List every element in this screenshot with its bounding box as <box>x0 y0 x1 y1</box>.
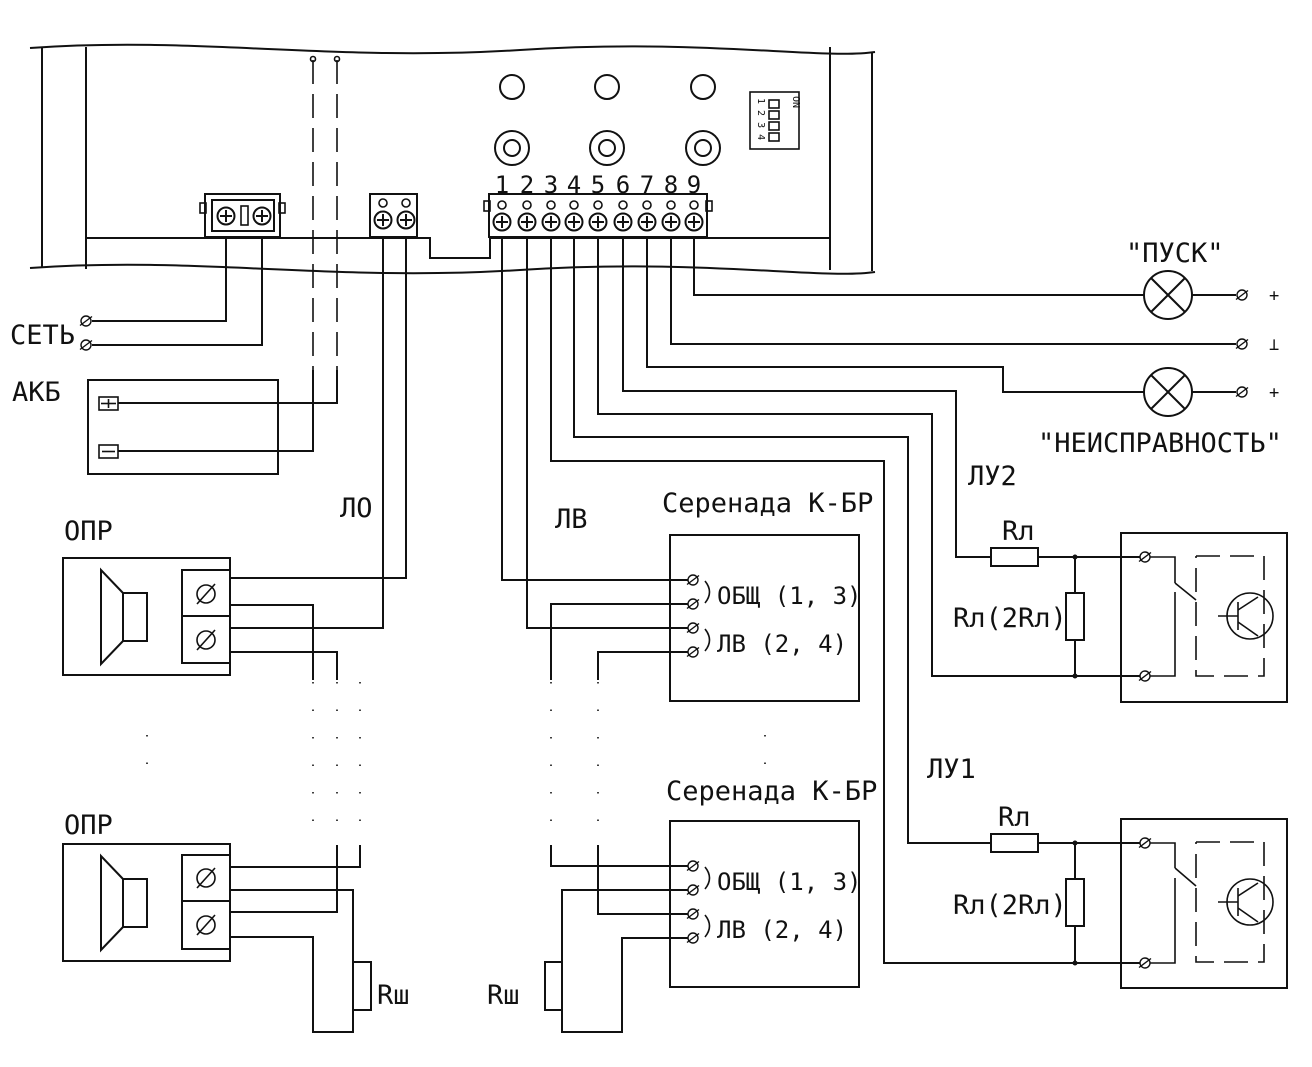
lamp-outputs: "ПУСК" + ⊥ + "НЕИСПРАВНОСТЬ" <box>646 238 1282 459</box>
terminal-number-1: 1 <box>495 171 509 199</box>
module-bottom-common: ОБЩ (1, 3) <box>717 868 862 896</box>
terminal-screw-3 <box>541 212 561 232</box>
terminal-led-2 <box>522 200 532 210</box>
fault-lamp-label: "НЕИСПРАВНОСТЬ" <box>1038 428 1282 459</box>
speaker-top-label: ОПР <box>64 516 113 547</box>
module-top-lv: ЛВ (2, 4) <box>717 630 847 658</box>
terminal-screw-6 <box>613 212 633 232</box>
terminal-number-2: 2 <box>520 171 534 199</box>
terminal-screw-1 <box>492 212 512 232</box>
plus-label-2: + <box>1269 383 1279 403</box>
terminal-screw-7 <box>637 212 657 232</box>
detector-bottom <box>1120 818 1288 989</box>
battery-wires <box>118 55 341 452</box>
lv-line-wires: Rш ЛВ <box>487 238 766 1033</box>
rl-bottom-label: Rл <box>998 802 1031 833</box>
lo-line-wires: Rш ЛО <box>146 238 410 1033</box>
lo-line-label: ЛО <box>340 493 373 524</box>
lv-line-label: ЛВ <box>555 504 588 535</box>
module-top-common: ОБЩ (1, 3) <box>717 582 862 610</box>
mains-terminal-block <box>199 193 286 238</box>
speaker-top: ОПР <box>62 516 231 676</box>
battery-label: АКБ <box>12 377 61 408</box>
rl-top-label: Rл <box>1002 516 1035 547</box>
module-bottom-title: Серенада К-БР <box>666 776 877 807</box>
dip-numbers-label: 1 2 3 4 <box>755 98 766 140</box>
lu2-label: ЛУ2 <box>968 461 1017 492</box>
terminal-screw-4 <box>564 212 584 232</box>
terminal-number-5: 5 <box>591 171 605 199</box>
terminal-led-1 <box>497 200 507 210</box>
terminal-number-9: 9 <box>687 171 701 199</box>
terminal-led-6 <box>618 200 628 210</box>
rl2-top-label: Rл(2Rл) <box>953 603 1067 634</box>
terminal-number-4: 4 <box>567 171 581 199</box>
ground-label: ⊥ <box>1269 335 1279 355</box>
terminal-screw-9 <box>684 212 704 232</box>
rl2-bottom-label: Rл(2Rл) <box>953 890 1067 921</box>
terminal-screw-2 <box>517 212 537 232</box>
rw-left-label: Rш <box>377 980 410 1011</box>
lu1-label: ЛУ1 <box>927 754 976 785</box>
module-bottom-lv: ЛВ (2, 4) <box>717 916 847 944</box>
terminal-number-3: 3 <box>544 171 558 199</box>
start-lamp-label: "ПУСК" <box>1126 238 1224 269</box>
terminal-number-7: 7 <box>640 171 654 199</box>
dip-on-label: ON <box>790 96 801 108</box>
battery: АКБ <box>12 377 279 475</box>
module-bottom: Серенада К-БР ОБЩ (1, 3) ЛВ (2, 4) <box>666 776 877 988</box>
mains-wires: СЕТЬ <box>10 238 263 351</box>
lo-terminal-block <box>369 193 418 238</box>
speaker-bottom: ОПР <box>62 810 231 962</box>
main-terminal-block <box>483 193 713 238</box>
rw-right-label: Rш <box>487 980 520 1011</box>
terminal-led-8 <box>666 200 676 210</box>
terminal-led-5 <box>593 200 603 210</box>
lu1-line: ЛУ1 Rл Rл(2Rл) <box>550 238 1140 966</box>
plus-label-1: + <box>1269 286 1279 306</box>
lu2-line: ЛУ2 Rл Rл(2Rл) <box>597 238 1140 679</box>
terminal-led-9 <box>689 200 699 210</box>
module-top-title: Серенада К-БР <box>662 488 873 519</box>
terminal-screw-8 <box>661 212 681 232</box>
terminal-led-3 <box>546 200 556 210</box>
terminal-led-7 <box>642 200 652 210</box>
terminal-led-4 <box>569 200 579 210</box>
speaker-bottom-label: ОПР <box>64 810 113 841</box>
terminal-number-6: 6 <box>616 171 630 199</box>
terminal-screw-5 <box>588 212 608 232</box>
dip-switch: ON 1 2 3 4 <box>749 91 801 150</box>
module-top: Серенада К-БР ОБЩ (1, 3) ЛВ (2, 4) <box>662 488 873 702</box>
detector-top <box>1120 532 1288 703</box>
terminal-number-8: 8 <box>664 171 678 199</box>
mains-label: СЕТЬ <box>10 320 75 351</box>
device-body <box>29 43 876 275</box>
